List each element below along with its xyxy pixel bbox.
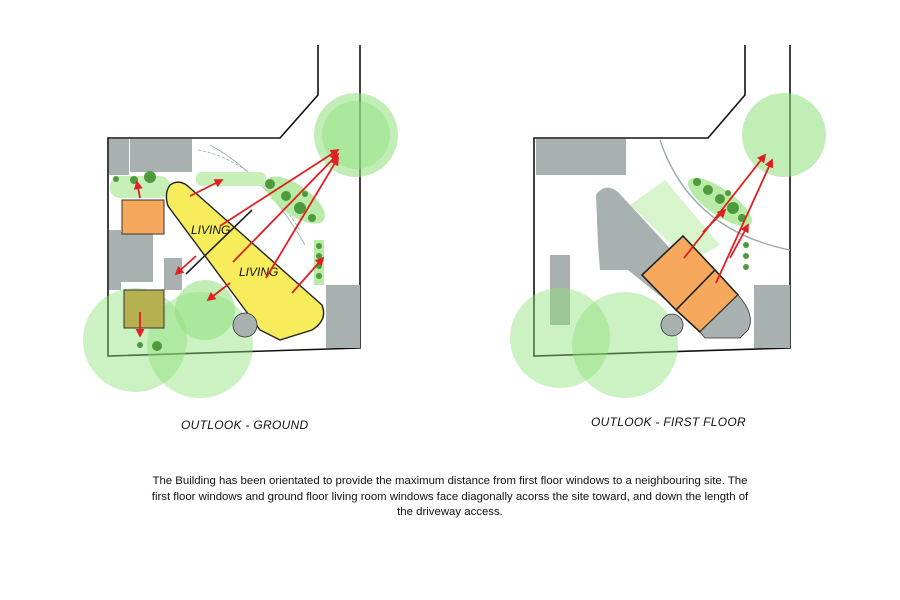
service-area <box>164 258 182 290</box>
view-arrows <box>133 149 340 338</box>
description-text: The Building has been orientated to prov… <box>151 475 749 518</box>
olive-room <box>123 289 165 329</box>
first-floor-plan-caption: OUTLOOK - FIRST FLOOR <box>591 415 746 429</box>
tree-canopy <box>572 292 678 398</box>
tree-canopy <box>175 280 235 340</box>
service-area <box>699 294 751 339</box>
view-arrow <box>133 180 143 199</box>
view-arrow <box>702 208 727 233</box>
view-arrow <box>683 153 767 259</box>
neighbour-building <box>754 285 790 348</box>
neighbour-building <box>109 230 121 290</box>
view-arrow <box>291 256 325 294</box>
neighbour-building <box>550 255 570 325</box>
neighbour-building <box>109 139 129 175</box>
view-arrow <box>206 282 231 302</box>
neighbour-building <box>326 285 360 348</box>
shrub-cluster <box>693 178 749 270</box>
garden-strip <box>196 172 266 186</box>
spiral-stair <box>660 313 684 337</box>
view-arrow <box>219 149 340 227</box>
view-arrow <box>729 223 749 259</box>
ground-plan-caption: OUTLOOK - GROUND <box>181 418 309 432</box>
view-arrow <box>189 179 224 197</box>
view-arrow <box>174 255 197 276</box>
neighbour-building <box>130 139 192 172</box>
service-area <box>121 232 153 282</box>
view-arrow <box>715 158 774 284</box>
first-floor-plan <box>510 45 826 398</box>
living-wing <box>165 181 325 341</box>
living-wall <box>185 209 253 275</box>
ground-floor-plan: LIVING LIVING <box>83 45 398 398</box>
view-arrow <box>232 152 340 263</box>
neighbour-building <box>536 139 626 175</box>
view-arrows <box>683 153 774 284</box>
room-label-living: LIVING <box>191 223 230 237</box>
view-arrow <box>265 156 339 279</box>
orange-room <box>121 199 165 235</box>
driveway-curve <box>659 139 791 251</box>
tree-canopy <box>742 93 826 177</box>
tree-canopy <box>510 288 610 388</box>
spiral-stair <box>232 312 258 338</box>
